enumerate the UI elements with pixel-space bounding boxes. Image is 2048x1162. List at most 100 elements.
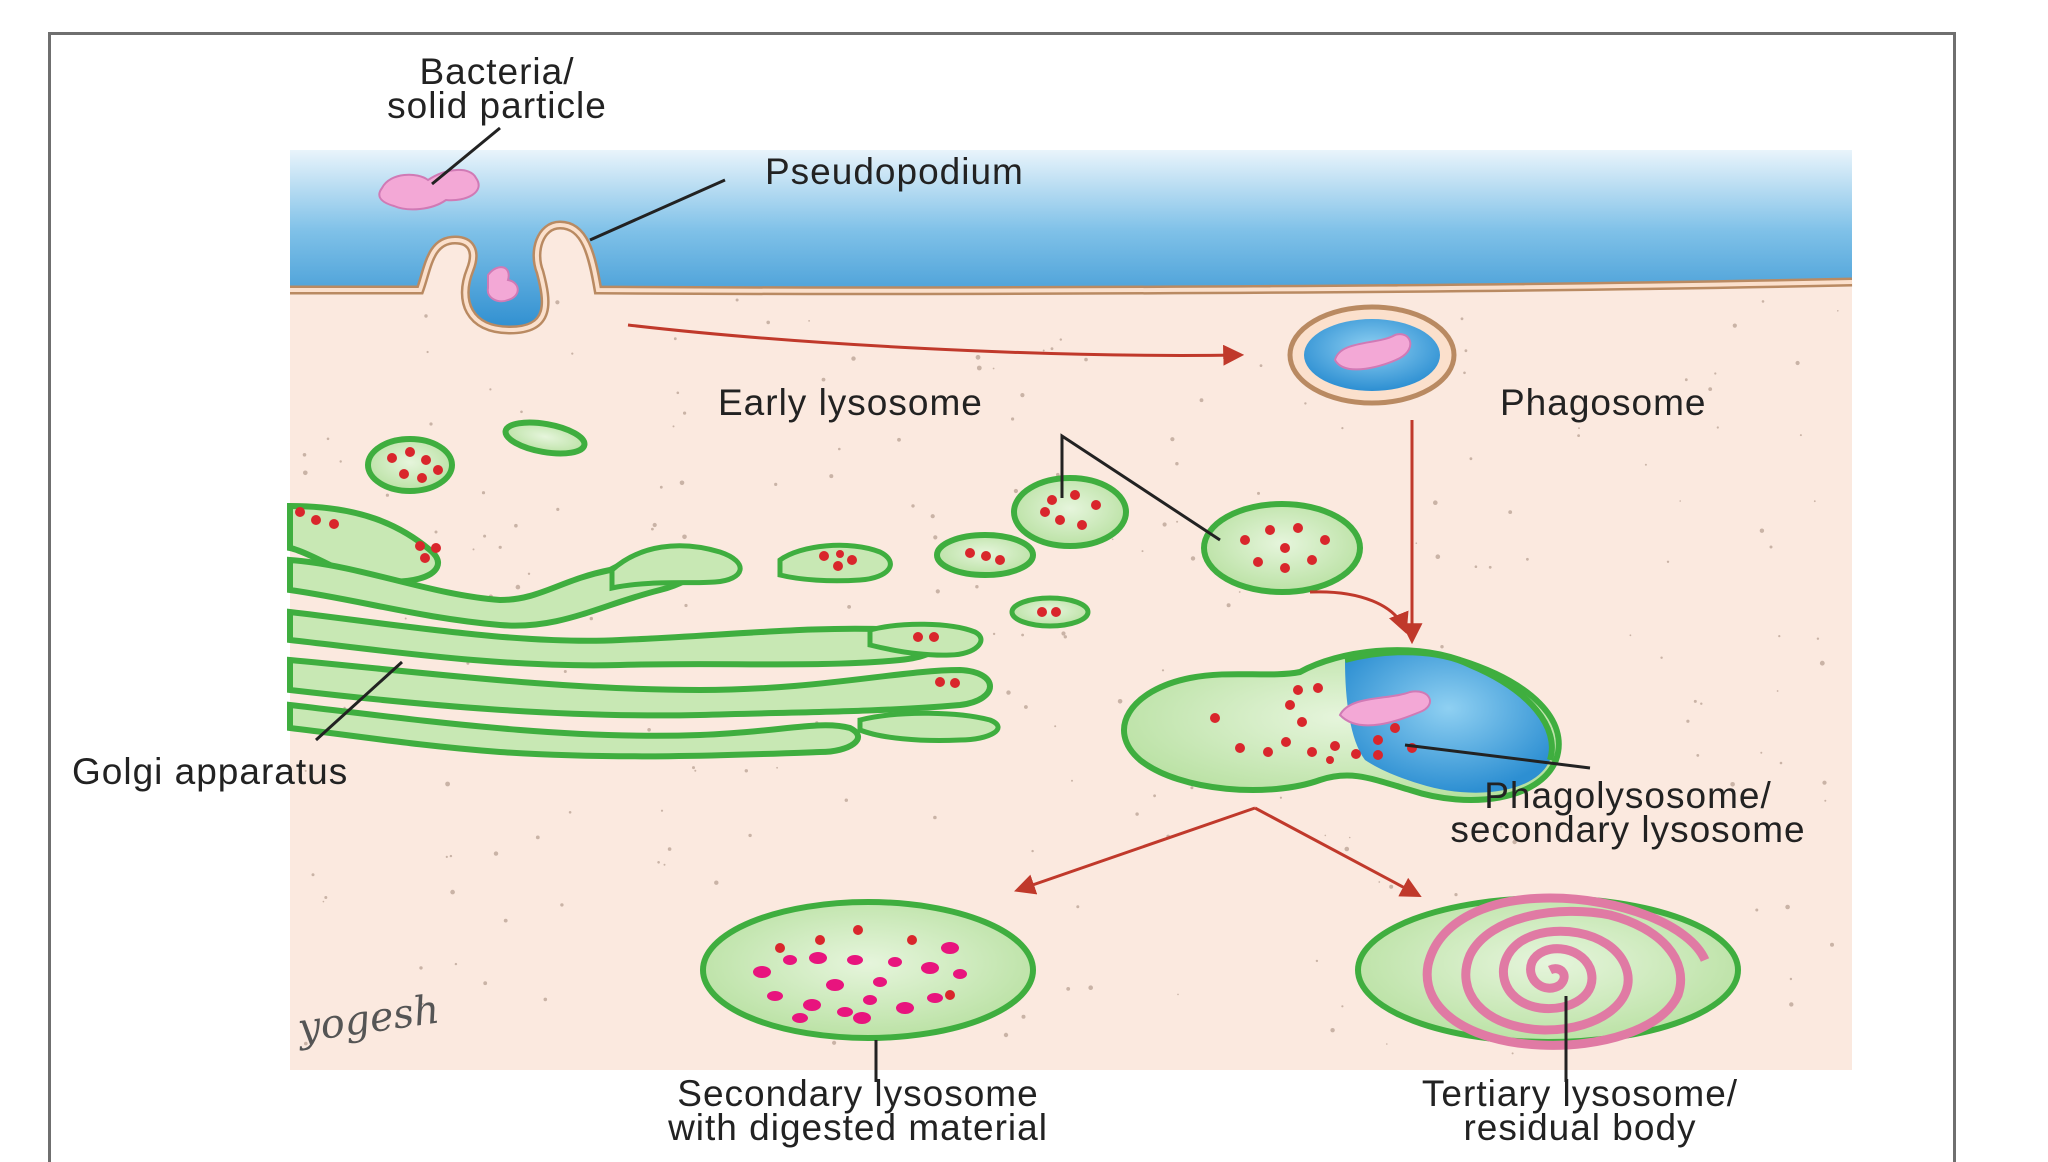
cytoplasm-speckle (1760, 751, 1763, 754)
cytoplasm-speckle (1341, 1005, 1344, 1008)
label-phagolysosome-line2: secondary lysosome (1450, 809, 1805, 850)
cytoplasm-speckle (1066, 987, 1071, 991)
cytoplasm-speckle (483, 534, 487, 538)
cytoplasm-speckle (1819, 660, 1825, 666)
cytoplasm-speckle (1348, 836, 1351, 839)
cytoplasm-speckle (404, 617, 407, 620)
cytoplasm-speckle (1686, 719, 1690, 723)
cytoplasm-speckle (1769, 545, 1773, 549)
cytoplasm-speckle (1795, 360, 1800, 366)
cytoplasm-speckle (1175, 462, 1179, 466)
cytoplasm-speckle (1170, 437, 1175, 442)
vesicle-enzyme-dots (387, 447, 1061, 617)
cytoplasm-speckle (1577, 434, 1580, 437)
cytoplasm-speckle (303, 470, 308, 476)
cytoplasm-speckle (1693, 822, 1698, 828)
label-secondary-line2: with digested material (667, 1107, 1048, 1148)
cytoplasm-speckle (1464, 349, 1468, 353)
cytoplasm-speckle (560, 903, 564, 907)
cytoplasm-speckle (911, 504, 915, 508)
cytoplasm-speckle (1003, 1032, 1009, 1038)
cytoplasm-speckle (1013, 488, 1019, 494)
cytoplasm-speckle (1693, 699, 1697, 703)
cytoplasm-speckle (1161, 669, 1165, 672)
bacteria-particle (378, 169, 480, 211)
cytoplasm-speckle (774, 482, 778, 486)
cytoplasm-speckle (1463, 371, 1466, 375)
cytoplasm-speckle (1031, 849, 1034, 853)
cytoplasm-speckle (776, 766, 778, 769)
cytoplasm-speckle (673, 337, 677, 341)
cytoplasm-speckle (684, 603, 688, 608)
cytoplasm-speckle (1020, 393, 1025, 398)
cytoplasm-speckle (821, 377, 826, 382)
cytoplasm-speckle (1696, 754, 1700, 757)
cytoplasm-speckle (897, 437, 901, 442)
cytoplasm-speckle (1700, 702, 1703, 705)
cytoplasm-speckle (555, 300, 560, 305)
cytoplasm-speckle (1474, 565, 1478, 568)
cytoplasm-speckle (975, 585, 979, 589)
cytoplasm-speckle (1454, 893, 1458, 897)
phagosome (1287, 304, 1457, 406)
cytoplasm-speckle (563, 670, 567, 673)
cytoplasm-speckle (1629, 634, 1632, 637)
label-bacteria-line2: solid particle (387, 85, 607, 126)
arrow-to-secondary (1014, 806, 1256, 895)
cytoplasm-speckle (1789, 1002, 1794, 1007)
cytoplasm-speckle (1378, 881, 1381, 883)
cytoplasm-speckle (1830, 942, 1834, 947)
cytoplasm-speckle (1088, 985, 1093, 990)
label-bacteria-line1: Bacteria/ (419, 51, 574, 92)
cytoplasm-speckle (1415, 542, 1418, 544)
label-secondary-line1: Secondary lysosome (677, 1073, 1038, 1114)
cytoplasm-speckle (1071, 779, 1073, 782)
cytoplasm-speckle (1822, 780, 1827, 785)
cytoplasm-speckle (1761, 300, 1765, 303)
cytoplasm-speckle (304, 1041, 308, 1046)
cytoplasm-speckle (1708, 387, 1713, 391)
cytoplasm-speckle (1778, 635, 1781, 638)
cytoplasm-speckle (472, 548, 475, 551)
cytoplasm-speckle (676, 391, 680, 395)
cytoplasm-speckle (1117, 699, 1123, 704)
cytoplasm-speckle (1259, 364, 1263, 367)
cytoplasm-speckle (481, 491, 486, 495)
cytoplasm-speckle (652, 522, 657, 528)
cytoplasm-speckle (672, 425, 675, 428)
golgi-enzyme-dots (295, 507, 960, 688)
cytoplasm-speckle (1226, 603, 1231, 608)
cytoplasm-speckle (1644, 463, 1647, 466)
cytoplasm-speckle (682, 534, 687, 540)
cytoplasm-speckle (651, 527, 654, 531)
phagolysosome (1121, 647, 1562, 803)
cytoplasm-speckle (311, 873, 315, 877)
cytoplasm-speckle (847, 605, 851, 609)
cytoplasm-speckle (385, 493, 389, 497)
cytoplasm-speckle (744, 769, 748, 773)
cytoplasm-speckle (1460, 317, 1464, 321)
cytoplasm-speckle (694, 769, 697, 772)
cytoplasm-speckle (992, 632, 996, 636)
cytoplasm-speckle (324, 896, 328, 899)
cytoplasm-speckle (543, 997, 548, 1002)
cytoplasm-speckle (667, 847, 672, 851)
early-lysosome-2 (1201, 501, 1363, 595)
tertiary-lysosome (1355, 893, 1741, 1050)
label-early-lysosome: Early lysosome (718, 382, 983, 423)
cytoplasm-speckle (1508, 510, 1513, 514)
cytoplasm-speckle (647, 728, 651, 732)
golgi-apparatus (287, 502, 1001, 760)
leader-phagolysosome (1404, 743, 1591, 770)
cytoplasm-speckle (527, 572, 531, 575)
cytoplasm-speckle (1776, 690, 1779, 692)
cytoplasm-speckle (503, 918, 508, 923)
cytoplasm-speckle (1440, 645, 1444, 649)
cytoplasm-speckle (663, 863, 666, 866)
cytoplasm-speckle (1176, 520, 1179, 523)
cytoplasm-speckle (1433, 500, 1438, 506)
cytoplasm-speckle (657, 861, 660, 864)
cytoplasm-speckle (851, 356, 856, 361)
pathway-arrows (627, 323, 1423, 897)
cytoplasm-speckle (445, 781, 450, 787)
